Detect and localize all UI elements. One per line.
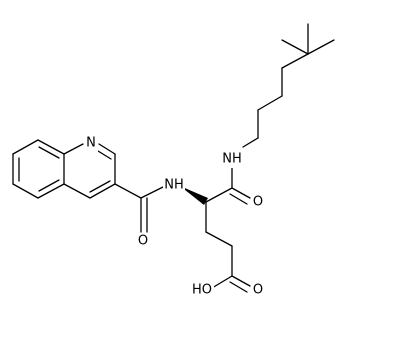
- bond: [89, 180, 111, 193]
- acid-hydroxyl-label: HO: [192, 283, 212, 298]
- bond: [229, 281, 248, 293]
- bond: [281, 39, 309, 55]
- bond: [37, 139, 65, 155]
- bond: [38, 146, 60, 159]
- atom-label-bg: [251, 194, 265, 211]
- terminal-amide-oxygen-label: O: [253, 195, 263, 210]
- bond: [89, 183, 116, 199]
- bond: [63, 183, 91, 199]
- amide-oxygen-label: O: [138, 234, 148, 249]
- bond: [114, 183, 142, 199]
- bond: [38, 179, 60, 192]
- amide-nh-label: NH: [164, 178, 184, 193]
- bond-layer: [12, 23, 335, 293]
- atom-label-bg: [251, 282, 265, 299]
- atom-label-bg: [190, 282, 214, 299]
- bond: [211, 275, 233, 289]
- atom-label-bg: [84, 135, 98, 152]
- atom-label-bg: [163, 177, 185, 194]
- bond: [231, 187, 251, 199]
- atom-label-bg: [136, 233, 150, 250]
- acid-carbonyl-oxygen-label: O: [253, 283, 263, 298]
- atom-label-bg: [219, 151, 245, 168]
- bond: [205, 187, 233, 203]
- atom-label-layer: N NH O NH O HO O: [84, 135, 265, 299]
- bond: [231, 275, 251, 287]
- bond: [37, 183, 65, 199]
- bond: [98, 143, 116, 155]
- bond: [307, 39, 335, 55]
- bond: [281, 53, 309, 69]
- bond: [63, 143, 84, 155]
- bond: [12, 183, 39, 199]
- wedge-bond: [180, 186, 208, 205]
- bond: [242, 137, 259, 148]
- bond: [205, 231, 233, 247]
- bond: [140, 185, 166, 199]
- quinoline-nitrogen-label: N: [86, 136, 96, 151]
- terminal-amide-nh-label: NH: [222, 152, 242, 167]
- bond: [97, 150, 112, 160]
- bond: [257, 95, 283, 111]
- bond: [229, 193, 248, 205]
- bond: [12, 139, 39, 155]
